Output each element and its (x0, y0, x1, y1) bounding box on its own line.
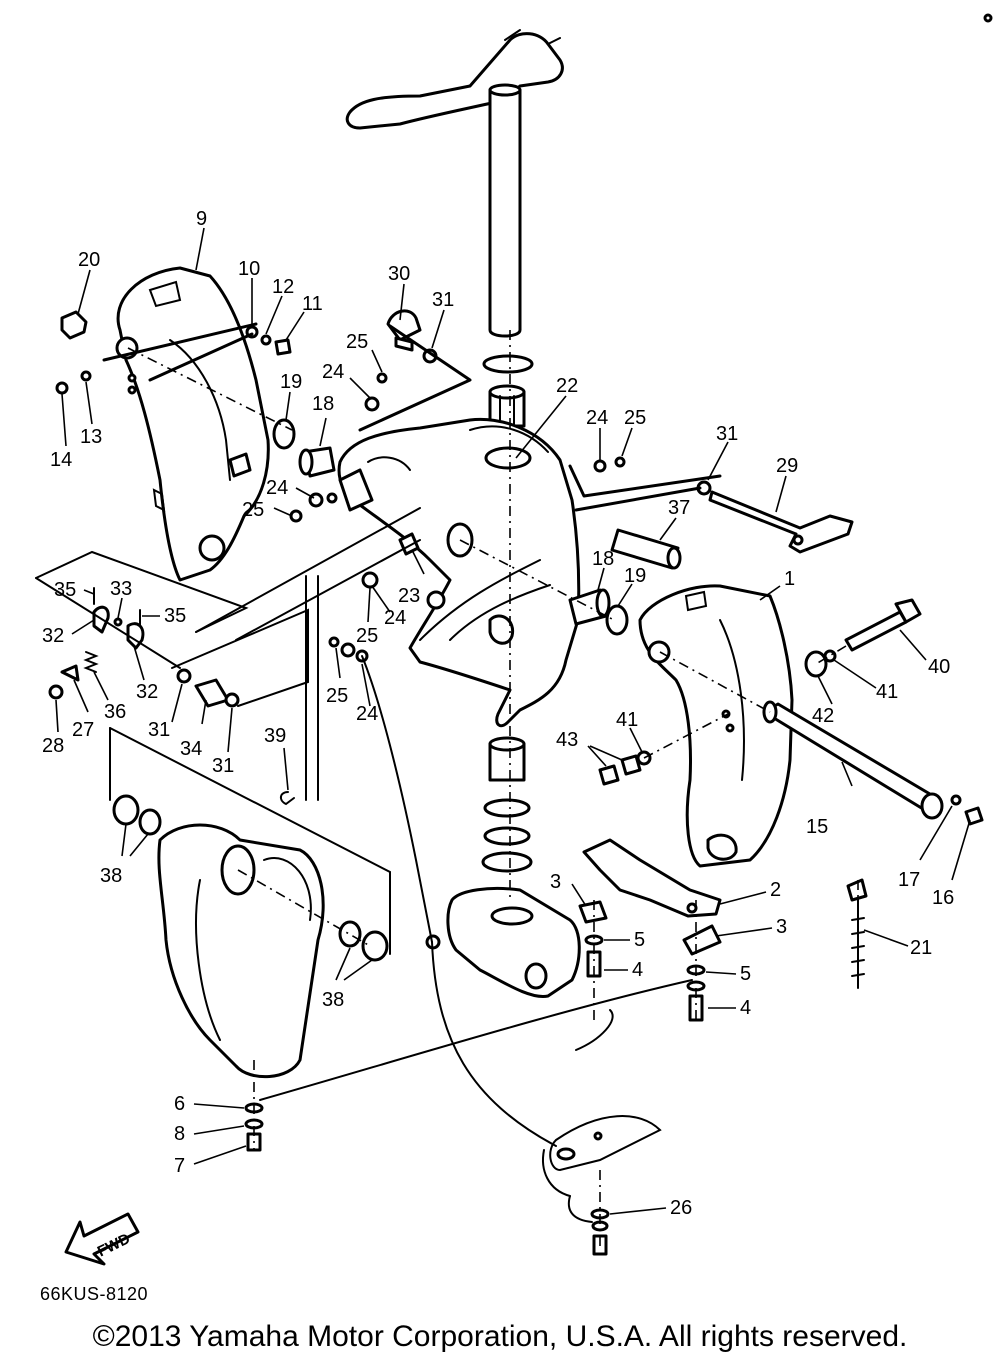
callouts: 1 2 3 3 4 4 5 5 6 7 8 9 10 11 12 13 14 (42, 208, 971, 1219)
callout-42: 42 (812, 705, 834, 727)
callout-4: 4 (632, 959, 643, 981)
callout-32: 32 (42, 625, 64, 647)
fwd-arrow-icon: FWD (64, 1212, 140, 1266)
stopper-plate (386, 309, 422, 352)
callout-41: 41 (876, 681, 898, 703)
callout-24: 24 (322, 361, 344, 383)
callout-24: 24 (384, 607, 406, 629)
callout-22: 22 (556, 375, 578, 397)
exploded-parts-diagram: 1 2 3 3 4 4 5 5 6 7 8 9 10 11 12 13 14 (35, 13, 993, 1266)
bushing-left (272, 418, 336, 478)
callout-28: 28 (42, 735, 64, 757)
long-bolt (844, 598, 922, 652)
swivel-bracket (337, 417, 581, 728)
callout-14: 14 (50, 449, 72, 471)
callout-11: 11 (302, 293, 323, 315)
cable-tie (846, 878, 868, 989)
callout-31: 31 (212, 755, 234, 777)
callout-34: 34 (180, 738, 202, 760)
callout-38: 38 (322, 989, 344, 1011)
callout-19: 19 (280, 371, 302, 393)
callout-21: 21 (910, 937, 932, 959)
callout-7: 7 (174, 1155, 185, 1177)
callout-12: 12 (272, 276, 294, 298)
callout-29: 29 (776, 455, 798, 477)
diagram-code: 66KUS-8120 (40, 1284, 149, 1304)
callout-24: 24 (266, 477, 288, 499)
callout-8: 8 (174, 1123, 185, 1145)
callout-25: 25 (624, 407, 646, 429)
callout-33: 33 (110, 578, 132, 600)
upper-bushing-stack (482, 354, 534, 428)
callout-37: 37 (668, 497, 690, 519)
callout-19: 19 (624, 565, 646, 587)
copyright-notice: ©2013 Yamaha Motor Corporation, U.S.A. A… (92, 1320, 908, 1353)
callout-3: 3 (550, 871, 561, 893)
callout-25: 25 (242, 499, 264, 521)
callout-2: 2 (770, 879, 781, 901)
callout-31: 31 (716, 423, 738, 445)
callout-15: 15 (806, 816, 828, 838)
callout-10: 10 (238, 258, 260, 280)
callout-25: 25 (346, 331, 368, 353)
callout-25: 25 (356, 625, 378, 647)
callout-40: 40 (928, 656, 950, 678)
right-clamp-bracket (638, 584, 794, 868)
callout-27: 27 (72, 719, 94, 741)
leader-lines (35, 322, 859, 1250)
hardware-bolts-nuts-washers (48, 310, 984, 1256)
callout-35: 35 (164, 605, 186, 627)
steering-yoke (446, 886, 581, 998)
callout-31: 31 (432, 289, 454, 311)
left-clamp-bracket (115, 266, 270, 582)
callout-35: 35 (54, 579, 76, 601)
callout-3: 3 (776, 916, 787, 938)
callout-23: 23 (398, 585, 420, 607)
callout-9: 9 (196, 208, 207, 230)
callout-30: 30 (388, 263, 410, 285)
callout-41: 41 (616, 709, 638, 731)
steering-arm (345, 29, 564, 338)
callout-43: 43 (556, 729, 578, 751)
callout-20: 20 (78, 249, 100, 271)
lower-unit-outline (542, 1009, 662, 1197)
callout-24: 24 (356, 703, 378, 725)
tilt-lever (708, 490, 854, 554)
callout-31: 31 (148, 719, 170, 741)
callout-5: 5 (634, 929, 645, 951)
callout-17: 17 (898, 869, 920, 891)
lower-bushing-stack (481, 736, 533, 873)
callout-6: 6 (174, 1093, 185, 1115)
lower-mount (112, 794, 389, 1079)
callout-32: 32 (136, 681, 158, 703)
callout-38: 38 (100, 865, 122, 887)
callout-1: 1 (784, 568, 795, 590)
callout-25: 25 (326, 685, 348, 707)
callout-39: 39 (264, 725, 286, 747)
callout-5: 5 (740, 963, 751, 985)
callout-18: 18 (312, 393, 334, 415)
callout-24: 24 (586, 407, 608, 429)
swivel-pin (610, 528, 682, 570)
callout-36: 36 (104, 701, 126, 723)
callout-13: 13 (80, 426, 102, 448)
bushing-right (568, 588, 629, 636)
callout-18: 18 (592, 548, 614, 570)
callout-4: 4 (740, 997, 751, 1019)
corner-mark (983, 13, 993, 23)
callout-16: 16 (932, 887, 954, 909)
callout-26: 26 (670, 1197, 692, 1219)
